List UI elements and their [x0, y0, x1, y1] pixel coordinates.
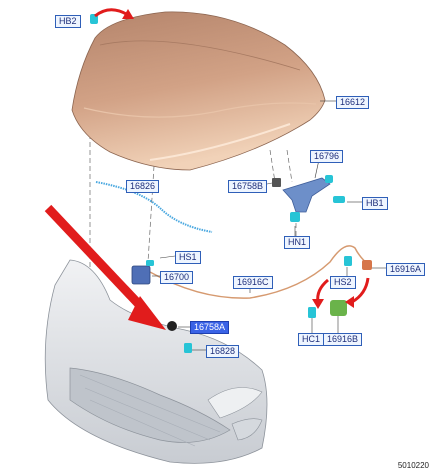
sensor-clip — [344, 256, 352, 266]
callout-16758a-selected: 16758A — [190, 321, 230, 334]
release-cable — [149, 245, 371, 299]
hood-latch — [131, 260, 154, 285]
lever-handle — [330, 300, 347, 316]
hood-support-clip — [184, 343, 192, 353]
callout-16826: 16826 — [126, 180, 160, 193]
callout-16916c: 16916C — [233, 276, 273, 289]
cable-clip — [308, 307, 316, 318]
callout-hn1: HN1 — [284, 236, 311, 249]
callout-16916b: 16916B — [323, 333, 363, 346]
callout-hs1: HS1 — [175, 251, 201, 264]
callout-16796: 16796 — [310, 150, 344, 163]
figure-number: 5010220 — [397, 461, 429, 470]
callout-16758b: 16758B — [228, 180, 268, 193]
callout-hc1: HC1 — [298, 333, 325, 346]
hood-prop-rod — [95, 181, 213, 233]
callout-hb1: HB1 — [362, 197, 388, 210]
cable-end — [362, 260, 372, 270]
hood-hinge — [90, 14, 345, 222]
front-bumper — [44, 259, 268, 464]
callout-16916a: 16916A — [386, 263, 426, 276]
callout-16700: 16700 — [160, 271, 194, 284]
red-arrows — [44, 8, 370, 330]
callout-16612: 16612 — [336, 96, 370, 109]
cable-grommet — [167, 321, 177, 331]
hood-panel — [71, 11, 326, 171]
callout-16828: 16828 — [206, 345, 240, 358]
callout-hb2: HB2 — [55, 15, 81, 28]
callout-hs2: HS2 — [330, 276, 356, 289]
